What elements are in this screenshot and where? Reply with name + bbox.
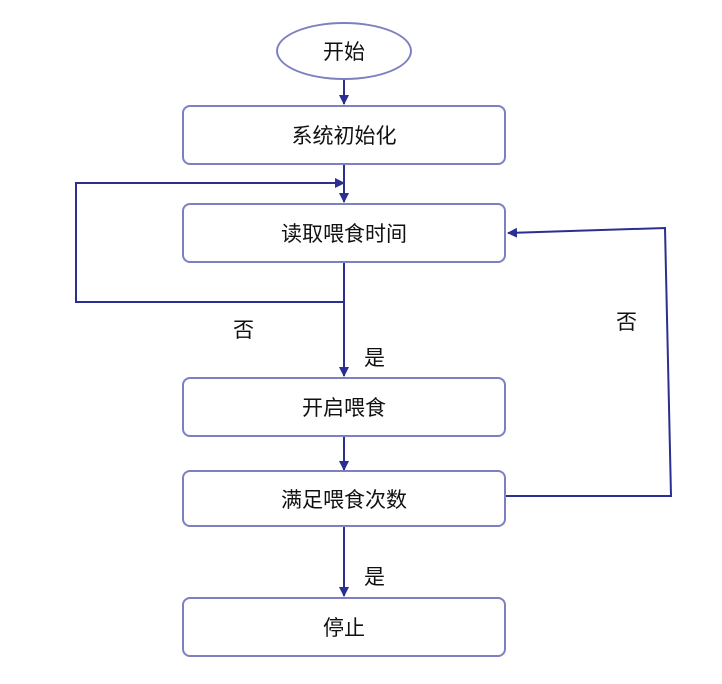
node-stop: 停止: [182, 597, 506, 657]
node-init-label: 系统初始化: [291, 124, 397, 148]
edge-count-no: [506, 226, 673, 497]
edge-label-count-yes: 是: [364, 565, 385, 589]
node-start: 开始: [276, 22, 412, 80]
edge-label-read-yes: 是: [364, 346, 385, 370]
node-feed-count-label: 满足喂食次数: [281, 487, 407, 512]
node-read-time: 读取喂食时间: [182, 203, 506, 263]
node-feed-count: 满足喂食次数: [182, 470, 506, 527]
node-start-feed: 开启喂食: [182, 377, 506, 437]
edge-read-no-loop: [75, 178, 345, 303]
node-start-label: 开始: [323, 40, 365, 64]
edge-label-count-no: 否: [616, 310, 637, 334]
node-start-feed-label: 开启喂食: [302, 396, 386, 420]
node-init: 系统初始化: [182, 105, 506, 165]
edge-label-read-no: 否: [233, 318, 254, 342]
node-stop-label: 停止: [323, 616, 365, 640]
node-read-time-label: 读取喂食时间: [281, 222, 407, 246]
